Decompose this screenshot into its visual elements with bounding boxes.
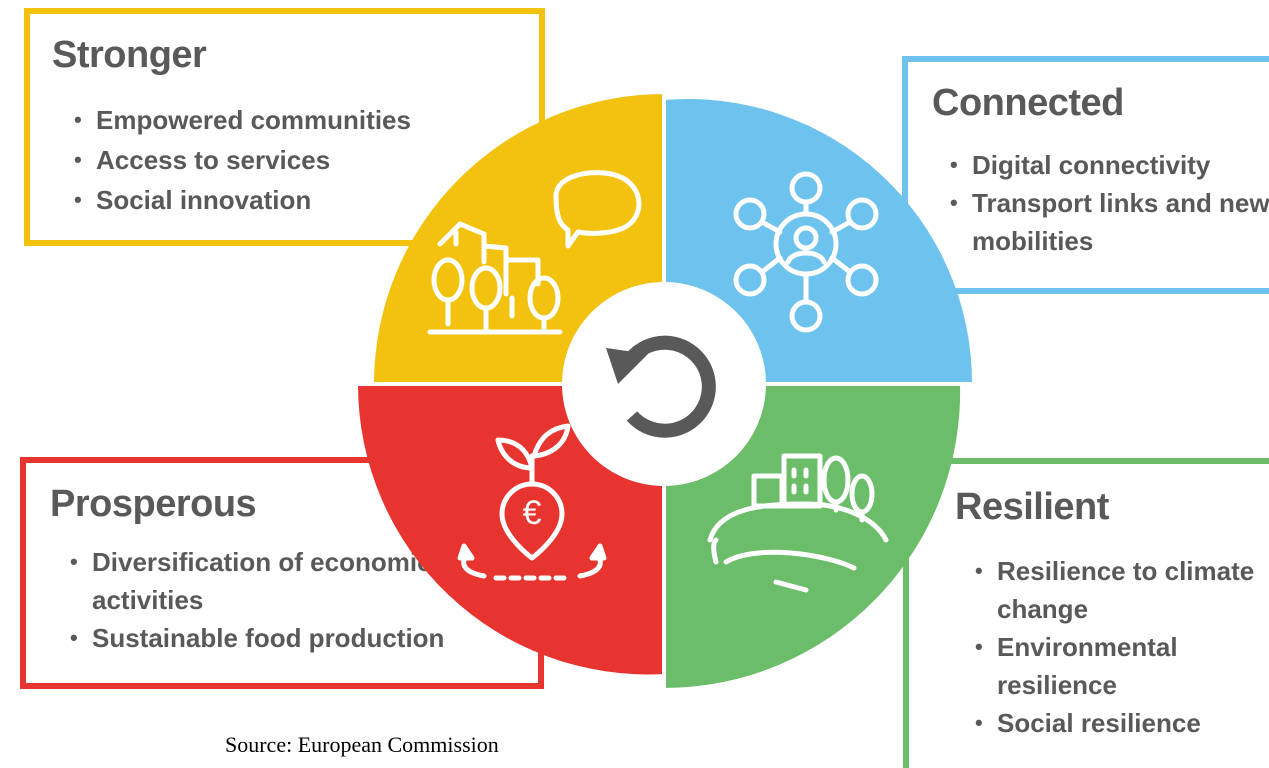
cycle-wheel: € bbox=[356, 84, 976, 694]
prosperous-title: Prosperous bbox=[50, 483, 257, 525]
resilient-box: Resilient Resilience to climate change E… bbox=[903, 458, 1269, 768]
resilient-list: Resilience to climate change Environment… bbox=[975, 552, 1269, 742]
resilient-segment bbox=[664, 384, 961, 689]
list-item: Empowered communities bbox=[74, 100, 411, 140]
stronger-box: Stronger Empowered communities Access to… bbox=[24, 8, 545, 246]
hill-buildings-trees-icon bbox=[707, 453, 889, 593]
euro-plant-icon: € bbox=[457, 423, 607, 581]
list-item: Digital connectivity bbox=[950, 146, 1269, 184]
center-disc bbox=[562, 282, 766, 486]
stronger-list: Empowered communities Access to services… bbox=[74, 100, 411, 220]
list-item: Environmental resilience bbox=[975, 628, 1269, 704]
connected-list: Digital connectivity Transport links and… bbox=[950, 146, 1269, 260]
prosperous-segment bbox=[357, 384, 664, 675]
stronger-title: Stronger bbox=[52, 34, 207, 76]
list-item: Social innovation bbox=[74, 180, 411, 220]
list-item: Sustainable food production bbox=[70, 619, 500, 657]
svg-text:€: € bbox=[523, 494, 542, 532]
cycle-arrow-icon bbox=[606, 335, 716, 438]
connected-box: Connected Digital connectivity Transport… bbox=[902, 56, 1269, 294]
list-item: Social resilience bbox=[975, 704, 1269, 742]
list-item: Access to services bbox=[74, 140, 411, 180]
village-speech-bubble-icon bbox=[427, 170, 642, 335]
prosperous-list: Diversification of economic activities S… bbox=[70, 543, 500, 657]
list-item: Diversification of economic activities bbox=[70, 543, 500, 619]
list-item: Resilience to climate change bbox=[975, 552, 1269, 628]
list-item: Transport links and new mobilities bbox=[950, 184, 1269, 260]
source-caption: Source: European Commission bbox=[225, 732, 499, 757]
connected-title: Connected bbox=[932, 82, 1124, 124]
network-person-icon bbox=[733, 171, 879, 333]
resilient-title: Resilient bbox=[955, 486, 1109, 528]
